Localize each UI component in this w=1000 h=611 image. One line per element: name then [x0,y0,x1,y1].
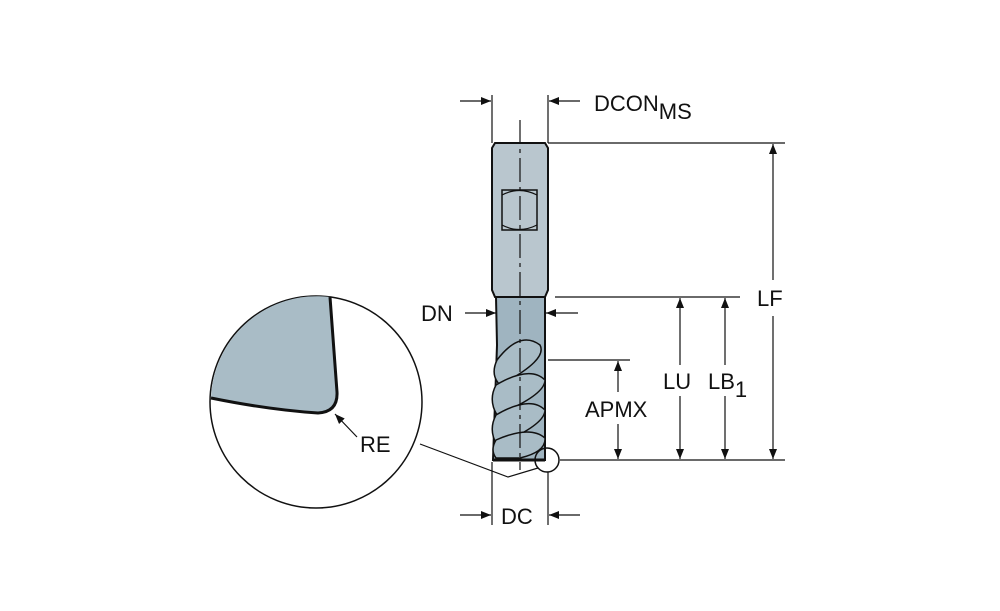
dn-label: DN [421,301,453,326]
dcon-label: DCONMS [594,91,692,124]
lb1-label: LB1 [708,369,747,402]
lu-label: LU [663,369,691,394]
end-mill [491,120,560,473]
apmx-label: APMX [585,397,648,422]
re-label: RE [360,432,391,457]
dimension-lines [460,95,785,525]
dc-label: DC [501,504,533,529]
lf-label: LF [757,286,783,311]
corner-radius-detail: RE [209,295,539,509]
